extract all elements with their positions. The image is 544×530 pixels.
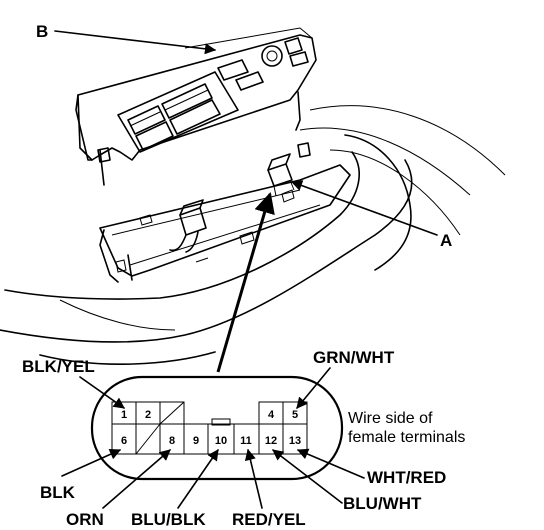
terminal-13: 13 <box>289 435 301 447</box>
terminal-1: 1 <box>121 409 127 421</box>
terminal-8: 8 <box>169 435 175 447</box>
wire-label-grn-wht: GRN/WHT <box>313 348 395 367</box>
wire-leader-blu-wht <box>272 449 343 504</box>
connector-pointer-arrow <box>216 191 275 373</box>
wire-label-orn: ORN <box>66 510 104 529</box>
callout-b: B <box>36 22 217 55</box>
terminal-10: 10 <box>215 435 227 447</box>
callout-b-arrow <box>54 30 217 55</box>
callout-a-label: A <box>440 231 452 250</box>
wire-leader-blk <box>61 449 122 477</box>
wire-labels: BLK/YEL GRN/WHT BLK ORN BLU/BLK RED/YEL … <box>22 348 446 529</box>
terminal-12: 12 <box>265 435 277 447</box>
wire-label-blk: BLK <box>40 483 76 502</box>
wire-leader-blu-blk <box>177 449 219 509</box>
terminal-11: 11 <box>240 435 252 447</box>
connector-face: 1 2 4 5 6 8 9 10 11 12 13 <box>90 375 344 481</box>
door-armrest-illustration <box>0 27 506 366</box>
callout-a: A <box>290 180 452 250</box>
callout-b-label: B <box>36 22 48 41</box>
wire-label-blk-yel: BLK/YEL <box>22 357 95 376</box>
terminal-9: 9 <box>193 435 199 447</box>
wire-label-blu-blk: BLU/BLK <box>131 510 206 529</box>
wire-leader-red-yel <box>244 448 263 509</box>
terminal-2: 2 <box>145 409 151 421</box>
wire-leader-orn <box>102 449 171 509</box>
wire-label-wht-red: WHT/RED <box>367 468 446 487</box>
terminal-5: 5 <box>292 409 298 421</box>
terminal-6: 6 <box>121 435 127 447</box>
wire-leader-grn-wht <box>296 367 331 409</box>
wire-label-red-yel: RED/YEL <box>232 510 306 529</box>
callout-a-arrow <box>290 180 438 236</box>
connector-note-line1: Wire side of <box>348 410 433 427</box>
terminal-4: 4 <box>268 409 275 421</box>
wire-label-blu-wht: BLU/WHT <box>343 494 422 513</box>
wire-leader-wht-red <box>296 448 365 479</box>
wire-leader-blk-yel <box>79 376 125 409</box>
connector-note-line2: female terminals <box>348 429 465 446</box>
